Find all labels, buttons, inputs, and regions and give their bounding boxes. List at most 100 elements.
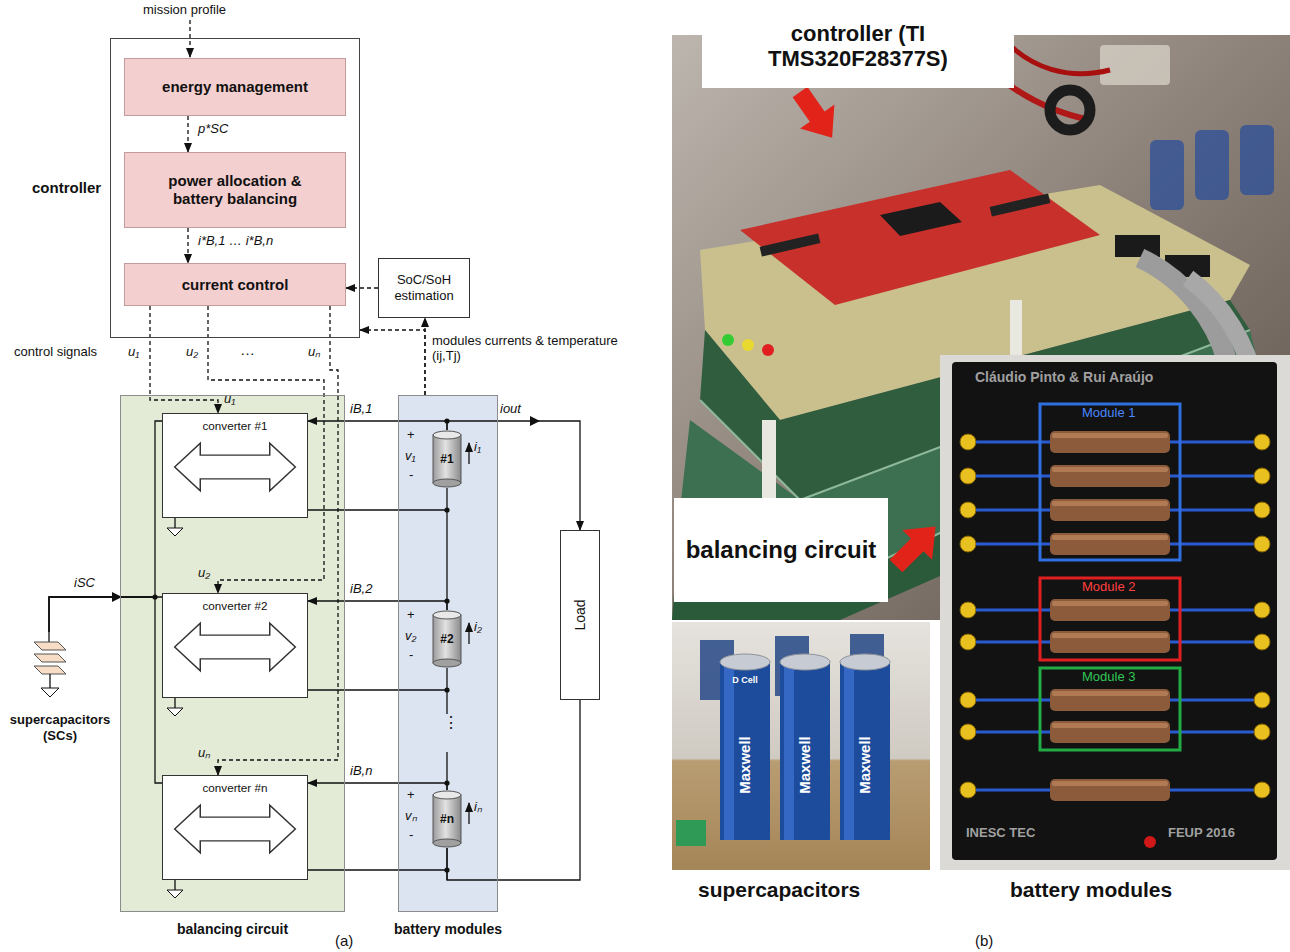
power-connector [308,421,447,430]
supercapacitor-stack [4,632,116,712]
edge-label: iout [500,402,521,417]
voltage-label: vₙ [405,809,417,824]
supercapacitor-photo [780,654,830,840]
edge-label: uₙ [308,345,320,360]
signal-label: mission profile [143,3,226,18]
signal-connector [187,228,188,263]
edge-label: p*SC [198,122,228,137]
power-connector [49,597,162,632]
current-label: i₁ [474,440,481,455]
circuit-symbols [167,528,183,536]
box-label: current control [182,276,289,294]
signal-label: u₁ [224,392,235,407]
controller-photo [1150,140,1184,210]
callout-label: balancing circuit [686,536,877,564]
callout-box: balancing circuit [674,498,888,602]
polarity-sign: + [407,788,415,803]
brand-text: Maxwell [856,736,873,794]
supercapacitor-stack [41,688,59,697]
supercapacitor-photo [676,820,706,846]
controller-photo [762,344,774,356]
supercapacitor-stack [48,632,49,642]
edge-label: u₁ [128,345,139,360]
battery-board-photo [960,779,1270,801]
band-heading: balancing circuit [177,921,288,937]
estimator-box: SoC/SoH estimation [378,258,470,318]
supercapacitor-stack [34,642,66,650]
supercapacitor-stack [34,666,66,674]
battery-board-photo [960,631,1270,653]
current-label: iₙ [474,800,482,815]
battery-board-photo [960,533,1270,555]
circuit-wires [468,623,469,644]
module-label: Module 2 [1082,580,1135,595]
signal-connector [360,330,425,395]
load-label: Load [572,599,588,630]
polarity-sign: - [409,648,413,663]
symbol-label: supercapacitors (SCs) [4,712,116,743]
callout-label: controller (TI TMS320F28377S) [708,21,1008,72]
signal-label: uₙ [198,746,210,761]
cell-cylinder [433,479,461,487]
cell-label: #n [432,812,462,826]
cell-cylinder [433,431,461,439]
cell-cylinder [433,839,461,847]
signal-connector [218,306,338,775]
band-fills [398,395,498,912]
signal-connector [187,116,188,152]
photo-caption: battery modules [1010,878,1172,902]
converter-label: converter #1 [163,414,307,432]
battery-board-photo [960,721,1270,743]
box-label: energy management [162,78,308,96]
band-fills [120,395,345,912]
cell-cylinder [433,615,461,663]
controller-photo [1195,130,1229,200]
power-connector [447,421,580,530]
voltage-label: v₂ [405,629,416,644]
brand-text: D Cell [732,675,758,685]
balancing-band: balancing circuitconverter #1converter #… [120,395,345,912]
supercapacitor-stack [49,674,50,688]
battery-cell: #1 [432,430,462,488]
power-connector [308,783,447,790]
bidirectional-arrow [175,623,296,671]
brand-text: Maxwell [736,736,753,794]
band-fills [120,395,498,912]
cell-cylinder [433,795,461,843]
cell-cylinder [433,611,461,619]
battery-cell: #n [432,790,462,848]
module-label: Module 1 [1082,406,1135,421]
converter-label: converter #2 [163,594,307,612]
ellipsis: ⋮ [443,714,459,732]
battery-board-photo [952,362,1277,860]
edge-label: iB,n [350,764,372,779]
supercapacitor-stack [34,654,66,662]
circuit-wires [468,803,469,824]
converter-box: converter #1 [162,413,308,518]
signal-connector [346,287,378,288]
edge-label: modules currents & temperature (ij,Tj) [432,334,622,364]
battery-board-photo [960,465,1270,487]
controller-photo [990,193,1051,216]
power-connector [447,700,580,880]
polarity-sign: + [407,608,415,623]
band-heading: battery modules [394,921,502,937]
circuit-symbols [167,708,183,716]
bidirectional-arrow [171,800,299,858]
panel-letter: (a) [335,932,353,949]
controller-photo [742,339,754,351]
battery-board-photo [1144,836,1156,848]
controller-photo [1240,125,1274,195]
signal-label: control signals [14,345,97,360]
circuit-wires [308,510,447,870]
bidirectional-arrow [175,443,296,491]
controller-photo [1050,90,1090,130]
power-connector [308,601,447,610]
load-box: Load [560,530,600,700]
battery-cell: #2 [432,610,462,668]
battery-board-photo [1040,404,1180,560]
current-label: i₂ [474,620,482,635]
cell-label: #2 [432,632,462,646]
power-connector [49,597,162,783]
controller-photo [722,334,734,346]
